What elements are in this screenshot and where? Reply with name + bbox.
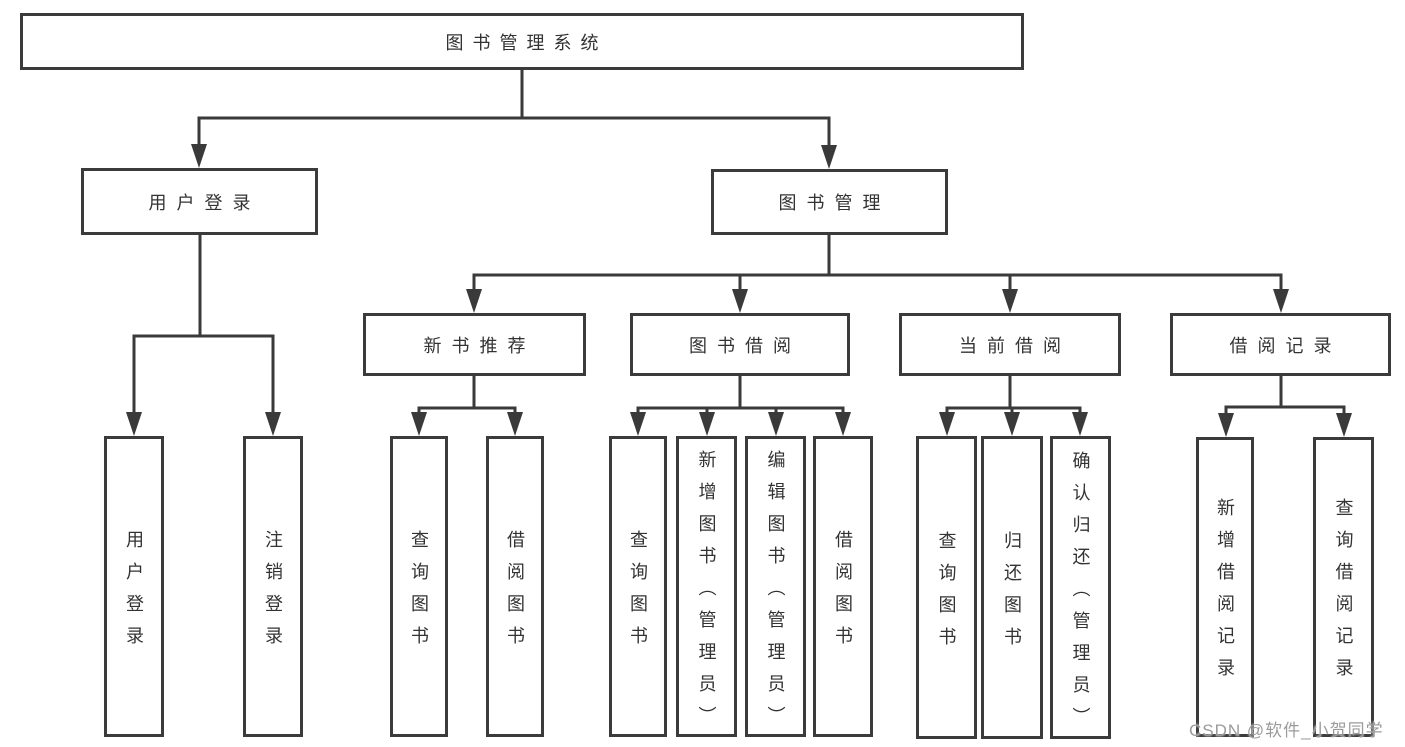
leaf-add-book-admin: 新增图书（管理员） [676, 436, 737, 738]
leaf-confirm-return-admin: 确认归还（管理员） [1050, 436, 1111, 739]
node-book-management: 图书管理 [711, 169, 948, 235]
node-label: 图书管理 [778, 193, 891, 213]
node-borrow-records: 借阅记录 [1170, 313, 1391, 376]
node-label: 借阅记录 [1229, 335, 1342, 356]
leaf-add-borrow-record: 新增借阅记录 [1196, 437, 1254, 737]
leaf-label: 查询图书 [936, 530, 957, 659]
leaf-query-books-borrow: 查询图书 [609, 436, 667, 737]
leaf-logout: 注销登录 [243, 436, 303, 737]
leaf-borrow-books-recommend: 借阅图书 [486, 436, 544, 737]
leaf-label: 查询图书 [628, 529, 648, 658]
leaf-label: 借阅图书 [833, 529, 853, 658]
leaf-label: 编辑图书（管理员） [765, 449, 786, 738]
leaf-label: 新增借阅记录 [1215, 498, 1235, 690]
leaf-user-login: 用户登录 [104, 436, 164, 737]
leaf-query-borrow-record: 查询借阅记录 [1313, 437, 1374, 737]
node-user-login: 用户登录 [81, 168, 318, 235]
watermark: CSDN @软件_小贺同学 [1189, 721, 1384, 740]
leaf-query-books-current: 查询图书 [916, 436, 977, 739]
leaf-label: 查询借阅记录 [1333, 498, 1354, 690]
node-label: 新书推荐 [423, 335, 536, 356]
node-root: 图书管理系统 [20, 13, 1024, 70]
leaf-label: 归还图书 [1002, 530, 1022, 659]
leaf-edit-book-admin: 编辑图书（管理员） [745, 436, 806, 738]
leaf-label: 确认归还（管理员） [1070, 450, 1091, 739]
node-label: 图书管理系统 [445, 32, 608, 53]
leaf-return-books: 归还图书 [981, 436, 1043, 739]
leaf-label: 新增图书（管理员） [696, 449, 717, 738]
leaf-label: 用户登录 [124, 529, 144, 658]
node-label: 图书借阅 [689, 335, 801, 356]
node-new-book-recommend: 新书推荐 [363, 313, 586, 376]
leaf-query-books-recommend: 查询图书 [390, 436, 448, 737]
leaf-label: 注销登录 [263, 529, 283, 658]
leaf-label: 查询图书 [409, 529, 429, 658]
node-label: 当前借阅 [959, 335, 1071, 356]
leaf-borrow-books: 借阅图书 [813, 436, 873, 737]
node-label: 用户登录 [148, 192, 261, 213]
node-current-borrow: 当前借阅 [899, 313, 1121, 376]
leaf-label: 借阅图书 [505, 529, 525, 658]
node-book-borrow: 图书借阅 [630, 313, 850, 376]
